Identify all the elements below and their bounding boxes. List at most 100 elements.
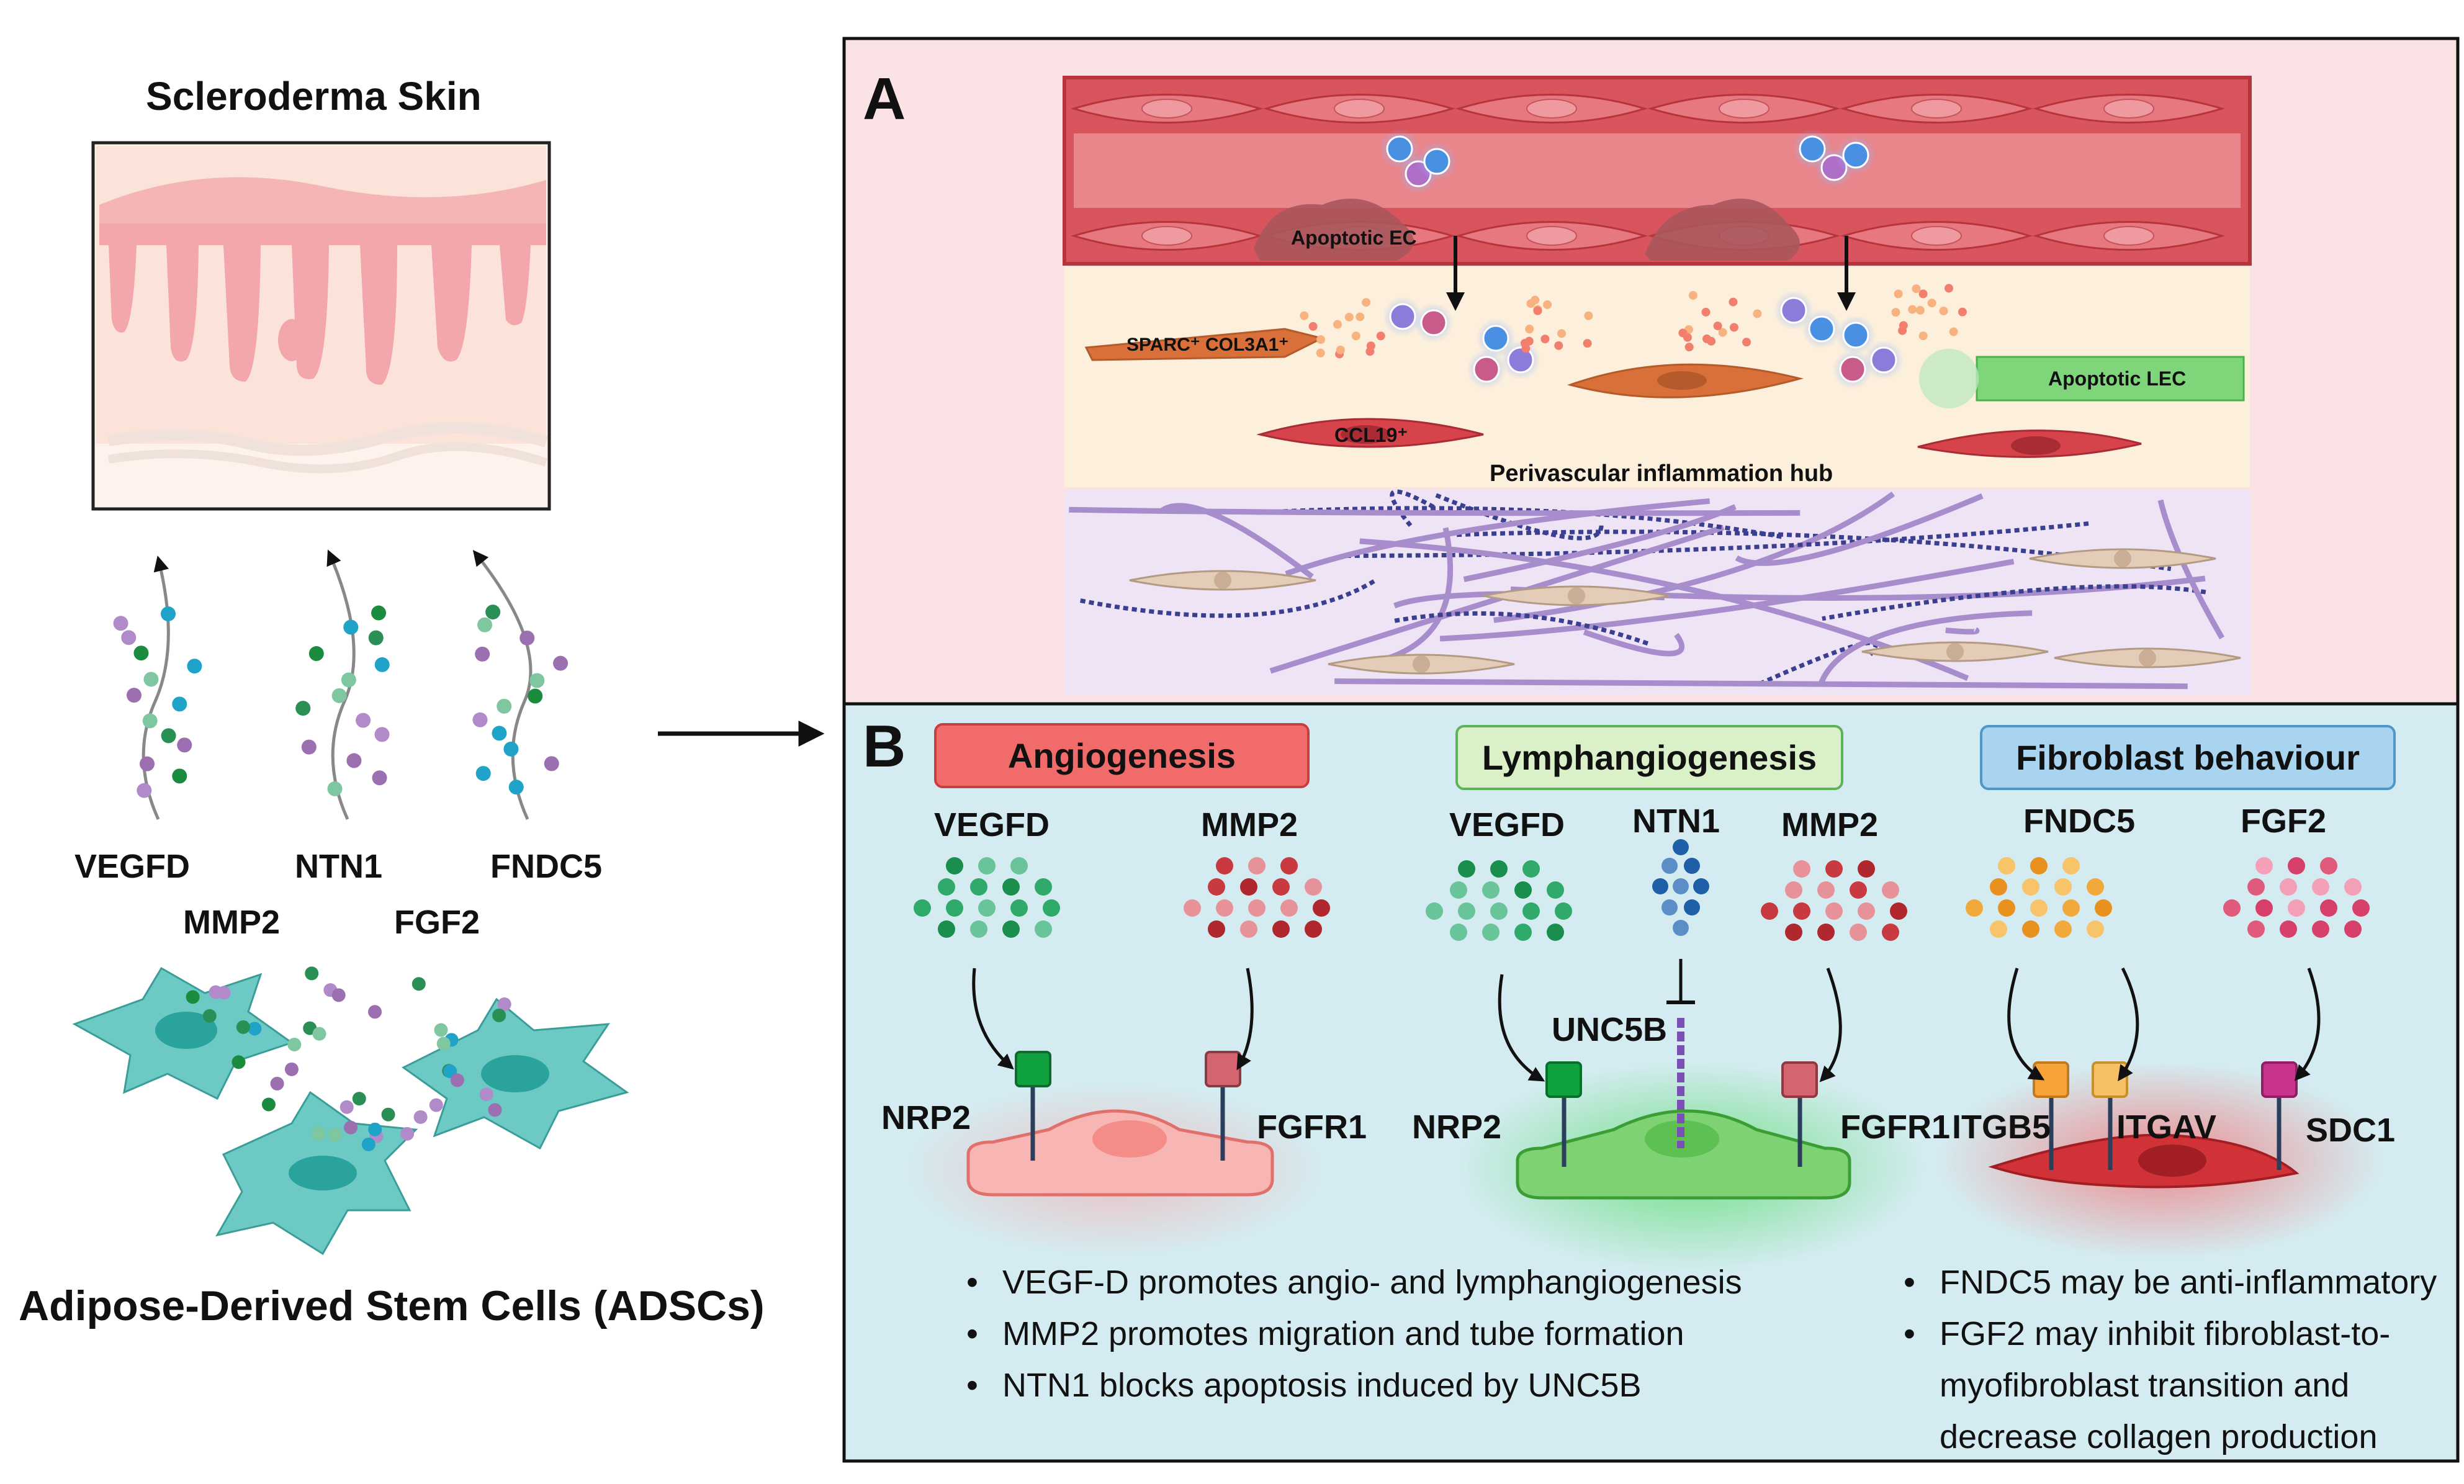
endothelial-nucleus	[1911, 226, 1962, 246]
ntn1-dot	[1673, 920, 1689, 936]
adsc-dot	[312, 1027, 326, 1041]
ligand-dot	[1280, 899, 1298, 917]
ligand-dot	[1482, 924, 1500, 941]
adsc-dot	[411, 977, 426, 991]
collagen-fiber	[1159, 503, 1314, 579]
ligand-dot	[1490, 902, 1508, 920]
cytokine-dot	[1362, 298, 1371, 307]
secretome-dot	[327, 781, 343, 796]
secretome-dot	[475, 766, 491, 781]
ligand-dot	[2312, 920, 2329, 938]
secretome-dot	[374, 657, 390, 672]
adsc-dot	[450, 1073, 464, 1087]
endothelial-nucleus	[1334, 99, 1385, 119]
ligand-dot	[2087, 878, 2104, 896]
ligand-dot	[1450, 924, 1467, 941]
ligand-dot	[946, 899, 963, 917]
cytokine-dot	[1316, 335, 1326, 344]
angio-ligand-mmp2: MMP2	[1201, 806, 1298, 843]
ligand-dot	[1793, 860, 1810, 878]
cytokine-dot	[1336, 345, 1345, 354]
ligand-dot	[2280, 878, 2297, 896]
mechanism-bullets-left: VEGF-D promotes angio- and lymphangiogen…	[959, 1257, 1742, 1411]
adsc-dot	[339, 1100, 354, 1114]
collagen-fiber	[1069, 506, 1801, 516]
ligand-dot	[1825, 902, 1843, 920]
factor-fgf2-left: FGF2	[394, 904, 480, 941]
adsc-dot	[344, 1120, 358, 1135]
ecm-fibroblast-nucleus	[2114, 550, 2131, 567]
immune-cell	[1808, 315, 1835, 343]
cytokine-dot	[1891, 308, 1900, 317]
immune-cell	[1482, 325, 1509, 352]
immune-cell	[1839, 356, 1866, 383]
ntn1-dot	[1673, 878, 1689, 894]
cytokine-dot	[1713, 322, 1722, 331]
cytokine-dot	[1540, 335, 1550, 344]
lymphangiogenesis-badge: Lymphangiogenesis	[1455, 725, 1843, 790]
ligand-dot	[2054, 920, 2072, 938]
adsc-dot	[429, 1098, 443, 1112]
adsc-dot	[261, 1097, 276, 1112]
ligand-dot	[2288, 857, 2305, 875]
endothelial-nucleus	[1141, 99, 1192, 119]
ligand-dot	[1547, 924, 1564, 941]
ligand-dot	[938, 920, 955, 938]
adsc-dot	[479, 1087, 493, 1102]
ligand-dot	[2062, 857, 2080, 875]
cytokine-dot	[1521, 344, 1531, 353]
ligand-dots	[914, 839, 2370, 941]
ecm-fibroblast-nucleus	[1413, 655, 1430, 673]
ligand-dot	[1966, 899, 1983, 917]
ligand-dot	[2255, 899, 2273, 917]
ecm-fibroblast-nucleus	[1568, 587, 1585, 605]
ligand-dot	[1305, 878, 1322, 896]
ligand-dot	[2062, 899, 2080, 917]
ligand-dot	[1890, 902, 1907, 920]
endothelial-nucleus	[1526, 226, 1577, 246]
cytokine-dot	[1531, 295, 1540, 305]
cytokine-dot	[1678, 328, 1688, 338]
secretome-dot	[508, 780, 524, 795]
ligand-dot	[2255, 857, 2273, 875]
cytokine-dot	[1316, 348, 1325, 358]
ligand-dot	[1240, 920, 1257, 938]
collagen-fiber	[1583, 629, 1685, 657]
fibro-ligand-fgf2: FGF2	[2241, 803, 2327, 840]
ligand-dot	[1490, 860, 1508, 878]
ligand-dot	[978, 857, 996, 875]
ligand-dot	[1216, 857, 1233, 875]
collagen-fiber	[1493, 491, 1895, 623]
secretome-dot	[140, 756, 155, 771]
ligand-dot	[1313, 899, 1330, 917]
secretome-dot	[497, 698, 512, 714]
secretome-dot	[544, 756, 559, 771]
apoptotic-lec-label: Apoptotic LEC	[2048, 367, 2187, 390]
secretome-dot	[529, 673, 545, 688]
ligand-dot	[1184, 899, 1201, 917]
ntn1-dot	[1693, 878, 1709, 894]
ligand-dot	[1882, 881, 1899, 899]
cytokine-dot	[1584, 311, 1593, 320]
collagen-fiber	[1463, 504, 1737, 582]
secretome-dot	[346, 753, 362, 768]
ligand-dot	[2054, 878, 2072, 896]
ligand-dot	[1785, 924, 1802, 941]
collagen-fiber	[1735, 493, 1984, 566]
ligand-dot	[1458, 860, 1475, 878]
adsc-dot	[434, 1023, 448, 1037]
secretome-dot	[331, 688, 347, 703]
cytokine-dot	[1344, 312, 1354, 322]
adsc-dot	[284, 1062, 299, 1076]
cytokine-dot	[1356, 312, 1365, 322]
adsc-dot	[232, 1055, 246, 1069]
ligand-dot	[1280, 857, 1298, 875]
secretome-dot	[475, 646, 490, 662]
ligand-dot	[2320, 857, 2337, 875]
adsc-dot	[436, 1037, 451, 1051]
ligand-dot	[1035, 920, 1052, 938]
ligand-dot	[1272, 878, 1290, 896]
ligand-dot	[1793, 902, 1810, 920]
cytokine-dot	[1944, 284, 1953, 293]
ligand-dot	[1785, 881, 1802, 899]
